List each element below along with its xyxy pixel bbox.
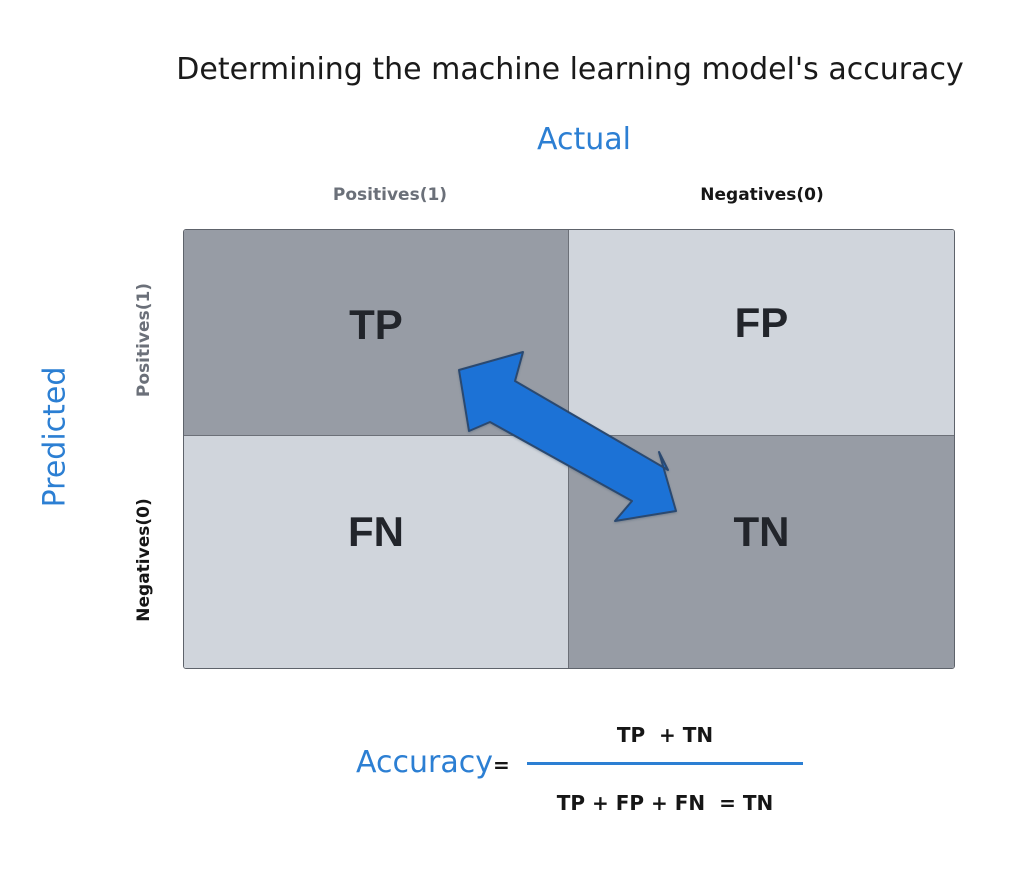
equals-sign: =: [493, 753, 510, 777]
row-label-negatives: Negatives(0): [134, 498, 154, 622]
formula-numerator: TP + TN: [616, 723, 714, 747]
column-label-positives: Positives(1): [332, 185, 448, 205]
formula-denominator: TP + FP + FN = TN: [556, 791, 774, 815]
fraction-bar: [527, 762, 803, 765]
actual-axis-label: Actual: [537, 122, 631, 157]
row-label-positives: Positives(1): [134, 282, 154, 398]
cell-fn-label: FN: [348, 508, 404, 555]
cell-false-positive: FP: [569, 230, 954, 436]
cell-fp-label: FP: [734, 298, 789, 346]
cell-true-positive: TP: [184, 230, 569, 436]
accuracy-label: Accuracy: [356, 745, 493, 780]
cell-tp-label: TP: [349, 300, 403, 348]
confusion-matrix: TP FP FN TN: [183, 229, 955, 669]
cell-true-negative: TN: [569, 436, 954, 668]
cell-false-negative: FN: [184, 436, 569, 668]
predicted-axis-label: Predicted: [37, 366, 73, 508]
diagram-title: Determining the machine learning model's…: [176, 52, 964, 87]
cell-tn-label: TN: [733, 508, 790, 555]
column-label-negatives: Negatives(0): [700, 185, 824, 205]
